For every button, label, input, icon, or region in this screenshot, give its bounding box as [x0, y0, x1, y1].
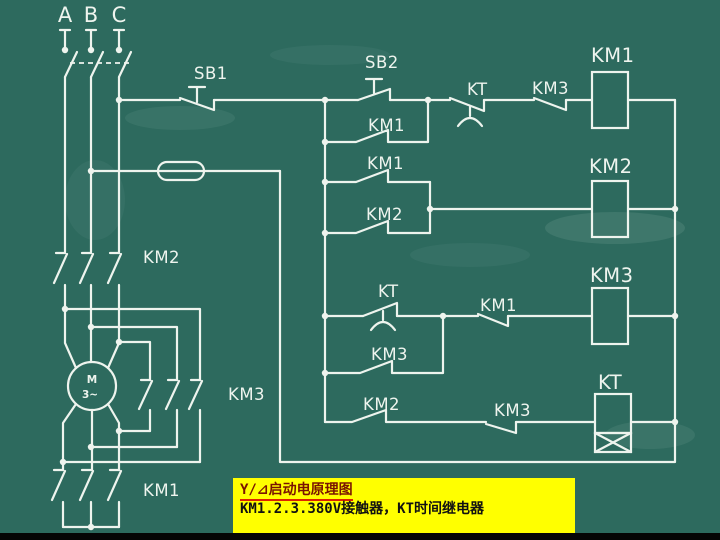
- km1-main-label: KM1: [143, 481, 180, 500]
- kt-nc-delay-contact: [448, 96, 486, 128]
- kt-coil: [593, 392, 633, 454]
- km2-main-label: KM2: [143, 248, 180, 267]
- motor-phase-mark: 3~: [82, 389, 98, 401]
- kt-no-label: KT: [378, 282, 399, 301]
- km3-aux-label: KM3: [371, 345, 408, 364]
- sb2-label: SB2: [365, 53, 399, 72]
- knife-switch-qs: [58, 28, 133, 79]
- rung-km1-coil: SB2 KT KM3 KM1: [321, 44, 677, 130]
- km3-nc-label: KM3: [532, 79, 569, 98]
- rung-km1-selfhold: KM1: [321, 98, 430, 146]
- power-circuit: KM2 KM3 M 3~: [50, 28, 265, 531]
- km1-main-contacts: [50, 468, 123, 531]
- kt-nc-label: KT: [467, 80, 488, 99]
- sb1-stop-button: [178, 85, 216, 112]
- kt-coil-label: KT: [598, 371, 622, 394]
- km2-coil-label: KM2: [589, 155, 633, 178]
- km3-main-contacts: [137, 378, 204, 464]
- km1-nc-label: KM1: [480, 296, 517, 315]
- motor-letter: M: [87, 374, 97, 386]
- sb2-start-button: [356, 77, 392, 102]
- km3-no-contact: [484, 420, 518, 435]
- bottom-black-strip: [0, 533, 720, 540]
- caption-box: Y/⊿启动电原理图 KM1.2.3.380V接触器，KT时间继电器: [233, 478, 575, 533]
- phase-c-label: C: [112, 3, 127, 27]
- km1-coil-label: KM1: [591, 44, 635, 67]
- km1-aux-label: KM1: [367, 154, 404, 173]
- km1-nc-interlock-contact: [476, 312, 510, 328]
- phase-b-label: B: [84, 3, 98, 27]
- rung-kt-coil: KM2 KM3 KT: [323, 371, 679, 454]
- km1-selfhold-label: KM1: [368, 116, 405, 135]
- control-circuit: SB1 SB2 KT KM3: [87, 44, 679, 464]
- km2-main-contacts: [52, 251, 123, 370]
- chalk-smudges: [65, 45, 695, 449]
- rung-km3-coil: KT KM3 KM1 KM3: [321, 264, 679, 377]
- km3-main-label: KM3: [228, 385, 265, 404]
- phase-a-label: A: [58, 3, 73, 27]
- sb1-label: SB1: [194, 64, 228, 83]
- km2-aux-label: KM2: [366, 205, 403, 224]
- km3-no-label: KM3: [494, 401, 531, 420]
- rung-km2-coil: KM1 KM2 KM2: [321, 154, 679, 239]
- fuse: [156, 160, 206, 182]
- km3-nc-interlock-contact: [532, 96, 568, 112]
- phase-labels: A B C: [58, 3, 127, 27]
- caption-title: Y/⊿启动电原理图: [240, 482, 353, 501]
- km2-no-label: KM2: [363, 395, 400, 414]
- delta-taps-top: [61, 305, 202, 382]
- caption-subtitle: KM1.2.3.380V接触器，KT时间继电器: [240, 501, 485, 517]
- km3-coil-label: KM3: [590, 264, 634, 287]
- motor-bottom-leads: [59, 402, 202, 472]
- right-return-rail: [278, 98, 677, 464]
- phase-lines: [63, 75, 121, 254]
- kt-no-delay-contact: [361, 301, 399, 332]
